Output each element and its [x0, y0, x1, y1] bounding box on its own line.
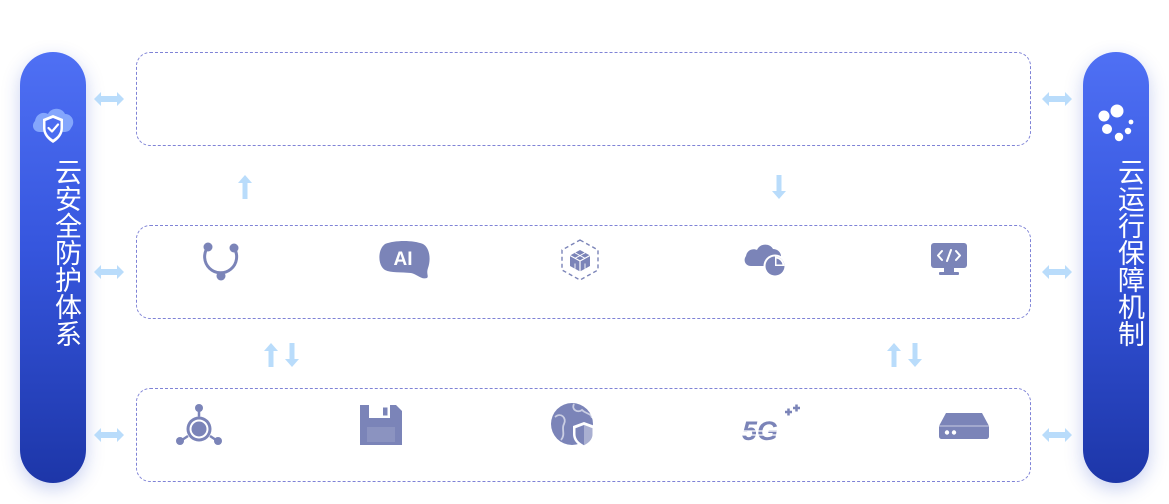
ai-icon: AI [379, 241, 430, 279]
code-monitor-icon [931, 243, 967, 275]
top-layer [136, 52, 1031, 146]
right-arrow-top [1042, 92, 1072, 106]
middle-layer [136, 225, 1031, 319]
up-arrow [238, 175, 252, 199]
cloud-shield-icon [32, 108, 74, 143]
hub-icon [176, 404, 222, 445]
globe-shield-icon [551, 403, 595, 448]
right-arrow-bottom [1042, 428, 1072, 442]
floppy-icon [360, 405, 402, 445]
right-pillar: 云运行保障机制 [1083, 52, 1149, 483]
right-arrow-middle [1042, 265, 1072, 279]
bottom-layer [136, 388, 1031, 482]
left-pillar: 云安全防护体系 [20, 52, 86, 483]
cube-icon [561, 239, 599, 281]
ai-label: AI [394, 249, 413, 270]
left-arrow-middle [94, 265, 124, 279]
dots-cluster-icon [1098, 104, 1134, 142]
down-arrow [772, 175, 786, 199]
5g-icon: 5G [742, 404, 800, 446]
router-icon [939, 413, 989, 439]
right-pillar-title: 云运行保障机制 [1113, 158, 1144, 347]
left-pillar-title: 云安全防护体系 [50, 158, 81, 347]
up-down-arrows-left [264, 343, 299, 367]
up-down-arrows-right [887, 343, 922, 367]
left-arrow-bottom [94, 428, 124, 442]
left-arrow-top [94, 92, 124, 106]
cloud-chart-icon [744, 244, 787, 278]
loop-icon [203, 242, 239, 281]
